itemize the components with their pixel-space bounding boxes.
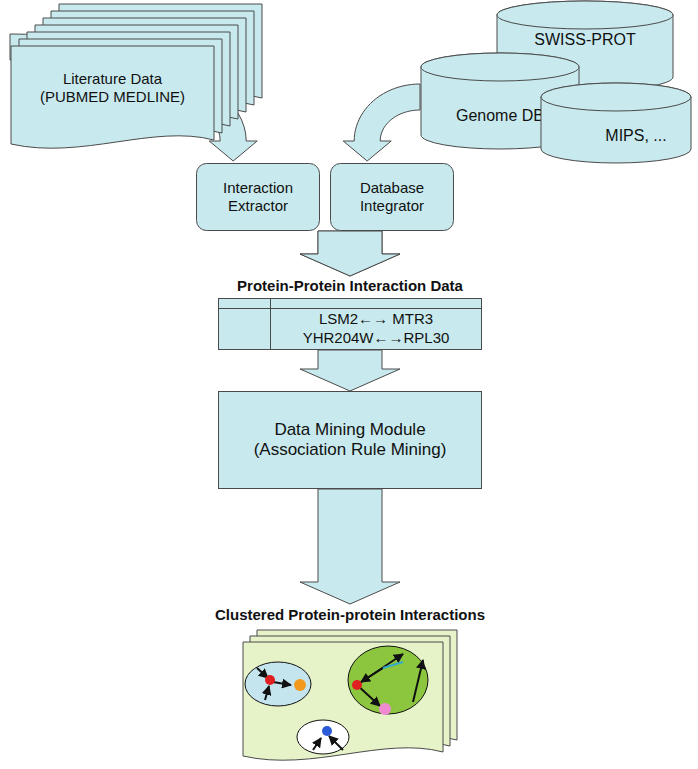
table-rule [270,299,271,350]
node-label: Literature Data (PUBMED MEDLINE) [30,70,195,106]
node-label: Interaction Extractor [206,179,310,215]
cylinder-top [421,53,579,81]
process-box: Interaction Extractor [196,163,320,231]
module-box: Data Mining Module (Association Rule Min… [218,391,482,489]
cluster-illustration [245,646,428,754]
flow-arrow [300,231,400,276]
result-page [243,642,443,760]
text-slot: MIPS, ... [580,112,692,160]
cluster-pages: Clustered Protein-protein Interactions [185,604,515,767]
flow-arrow [300,489,400,604]
cylinder-top [541,83,691,111]
text-slot: Data Mining Module (Association Rule Min… [218,391,482,489]
table-outline [219,299,482,350]
process-box: Database Integrator [330,163,454,231]
cylinder-body [541,83,691,163]
node-label: SWISS-PROT [534,30,635,49]
flow-arrow [343,84,420,161]
box-outline [331,164,454,231]
table-rule [219,308,482,309]
flow-arrow [300,350,400,391]
text-slot: Interaction Extractor [196,163,320,231]
document-stack: Literature Data (PUBMED MEDLINE) [10,2,262,154]
node-label: Genome DB [456,106,544,125]
database-cylinder: MIPS, ... [540,82,692,164]
text-slot: Clustered Protein-protein Interactions [185,604,515,626]
text-slot: SWISS-PROT [496,26,674,54]
database-cylinder-outline [540,82,692,164]
node-heading: Clustered Protein-protein Interactions [215,606,485,624]
node-label: Data Mining Module (Association Rule Min… [235,420,465,461]
box-outline [219,392,482,489]
node-label: LSM2←→ MTR3 [319,310,433,328]
cluster-pages-outline [185,604,515,767]
text-slot: Protein-Protein Interaction Data [198,276,502,296]
text-slot: Database Integrator [330,163,454,231]
text-slot: Literature Data (PUBMED MEDLINE) [10,47,215,129]
box-outline [197,164,320,231]
flow-arrow [300,231,400,276]
text-slot: LSM2←→ MTR3 [270,309,482,328]
data-table: Protein-Protein Interaction DataLSM2←→ M… [218,276,482,350]
node-label: YHR204W←→RPL30 [303,329,450,347]
node-label: Database Integrator [340,179,444,215]
text-slot: YHR204W←→RPL30 [270,328,482,347]
node-heading: Protein-Protein Interaction Data [237,277,463,295]
flow-arrow [10,34,257,161]
document-page [11,46,214,148]
cylinder-top [497,1,673,29]
node-label: MIPS, ... [605,126,666,145]
